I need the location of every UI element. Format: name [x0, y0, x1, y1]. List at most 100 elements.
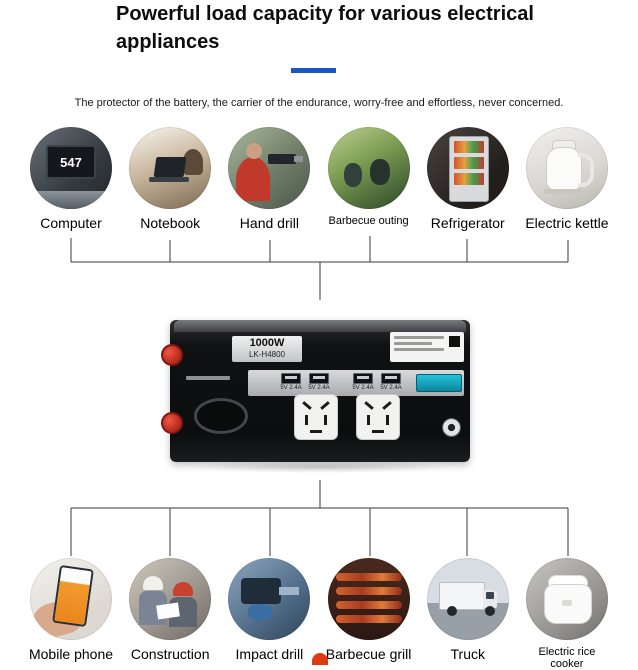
- power-switch: [442, 418, 461, 437]
- page-title: Powerful load capacity for various elect…: [116, 3, 534, 53]
- construction-photo: [129, 558, 212, 640]
- appliance-label: Hand drill: [239, 215, 299, 231]
- ac-outlet: [356, 394, 400, 440]
- usb-port-group: 5V 2.4A: [278, 373, 304, 393]
- usb-port-group: 5V 2.4A: [306, 373, 332, 393]
- glove-shape: [248, 604, 273, 620]
- hand-drill-photo: [228, 127, 311, 209]
- kettle-body-shape: [545, 147, 582, 191]
- fridge-cabinet-shape: [448, 136, 489, 202]
- appliance-item-hand-drill: Hand drill: [223, 127, 315, 231]
- usb-port-group: 5V 2.4A: [350, 373, 376, 393]
- fridge-shelf-shape: [453, 141, 484, 153]
- bottom-appliance-row: Mobile phone Construction Impact drill B…: [0, 558, 638, 670]
- person-shape: [369, 159, 390, 185]
- appliance-item-mobile-phone: Mobile phone: [25, 558, 117, 670]
- appliance-label: Electric rice cooker: [538, 646, 596, 670]
- usb-pin-shape: [313, 376, 325, 379]
- cooker-button-shape: [561, 600, 572, 606]
- electric-kettle-photo: [525, 127, 608, 209]
- spec-text-line: [394, 336, 444, 339]
- desk-surface: [30, 191, 112, 209]
- usb-port-label: 5V 2.4A: [380, 385, 402, 391]
- usb-pin-shape: [357, 376, 369, 379]
- computer-photo: 547: [30, 127, 112, 209]
- appliance-item-notebook: Notebook: [124, 127, 216, 231]
- usb-pin-shape: [385, 376, 397, 379]
- usb-port-icon: [381, 373, 401, 384]
- appliance-label: Electric kettle: [525, 215, 609, 231]
- rice-cooker-photo: [525, 558, 608, 640]
- monitor-screen: 547: [46, 145, 96, 179]
- outlet-slot: [382, 401, 392, 410]
- laptop-screen-shape: [153, 157, 187, 177]
- battery-terminal-positive: [161, 344, 183, 366]
- appliance-item-impact-drill: Impact drill: [223, 558, 315, 670]
- appliance-label: Computer: [40, 215, 102, 231]
- appliance-label: Refrigerator: [430, 215, 505, 231]
- model-number-text: LK-H4800: [248, 350, 286, 359]
- usb-port-icon: [353, 373, 373, 384]
- helmet-shape: [143, 576, 164, 590]
- phone-shape: [52, 564, 94, 628]
- truck-window-shape: [485, 592, 494, 599]
- outlet-slot: [310, 430, 322, 433]
- ac-outlet: [294, 394, 338, 440]
- kettle-handle-shape: [577, 153, 594, 187]
- appliance-item-electric-kettle: Electric kettle: [521, 127, 613, 231]
- appliance-label: Notebook: [140, 215, 201, 231]
- notebook-photo: [129, 127, 212, 209]
- page-subtitle: The protector of the battery, the carrie…: [74, 97, 564, 109]
- phone-screen-shape: [52, 581, 90, 628]
- appliance-label: Truck: [450, 646, 485, 662]
- appliance-label: Mobile phone: [28, 646, 114, 662]
- skewer-shape: [335, 615, 402, 623]
- appliance-item-construction: Construction: [124, 558, 216, 670]
- outlet-slot: [320, 401, 330, 410]
- person-shape: [343, 163, 362, 187]
- barbecue-grill-photo: [327, 558, 410, 640]
- usb-port-icon: [281, 373, 301, 384]
- outlet-slot: [302, 401, 312, 410]
- truck-photo: [426, 558, 509, 640]
- fine-print-line: [186, 376, 230, 380]
- skewer-shape: [335, 601, 402, 609]
- appliance-label: Impact drill: [235, 646, 304, 662]
- drill-bit-shape: [279, 587, 300, 595]
- monitor-number: 547: [60, 154, 82, 170]
- wheel-shape: [446, 606, 457, 616]
- battery-terminal-negative: [161, 412, 183, 434]
- power-rating-text: 1000W: [249, 337, 285, 349]
- laptop-base-shape: [149, 177, 190, 182]
- outlet-slot: [305, 415, 308, 425]
- drill-body-shape: [268, 154, 297, 164]
- usb-port-label: 5V 2.4A: [280, 385, 302, 391]
- outlet-slot: [364, 401, 374, 410]
- appliance-item-truck: Truck: [422, 558, 514, 670]
- appliance-item-refrigerator: Refrigerator: [422, 127, 514, 231]
- outlet-slot: [386, 415, 389, 425]
- top-appliance-row: 547 Computer Notebook Hand drill Barbecu…: [0, 127, 638, 231]
- next-section-marker: [312, 653, 328, 665]
- usb-panel: 5V 2.4A 5V 2.4A 5V 2.4A 5V 2.4A: [248, 370, 464, 396]
- appliance-item-computer: 547 Computer: [25, 127, 117, 231]
- digital-display: [416, 374, 462, 392]
- mobile-phone-photo: [30, 558, 112, 640]
- usb-port-icon: [309, 373, 329, 384]
- person-shirt-shape: [236, 157, 271, 201]
- person-head-shape: [246, 143, 263, 159]
- power-inverter-product: 1000W LK-H4800 5V 2.4A 5V 2.4A 5V 2.4A 5…: [161, 320, 470, 462]
- inverter-shadow: [190, 461, 450, 473]
- outlet-slot: [372, 430, 384, 433]
- oval-vent-display: [194, 398, 248, 434]
- appliance-item-barbecue-outing: Barbecue outing: [323, 127, 415, 231]
- usb-port-group: 5V 2.4A: [378, 373, 404, 393]
- spec-label: [390, 332, 464, 362]
- refrigerator-photo: [426, 127, 509, 209]
- usb-port-label: 5V 2.4A: [352, 385, 374, 391]
- impact-drill-photo: [228, 558, 311, 640]
- spec-text-line: [394, 348, 444, 351]
- inverter-top-face: [174, 320, 466, 332]
- barbecue-outing-photo: [327, 127, 410, 209]
- appliance-label: Construction: [130, 646, 210, 662]
